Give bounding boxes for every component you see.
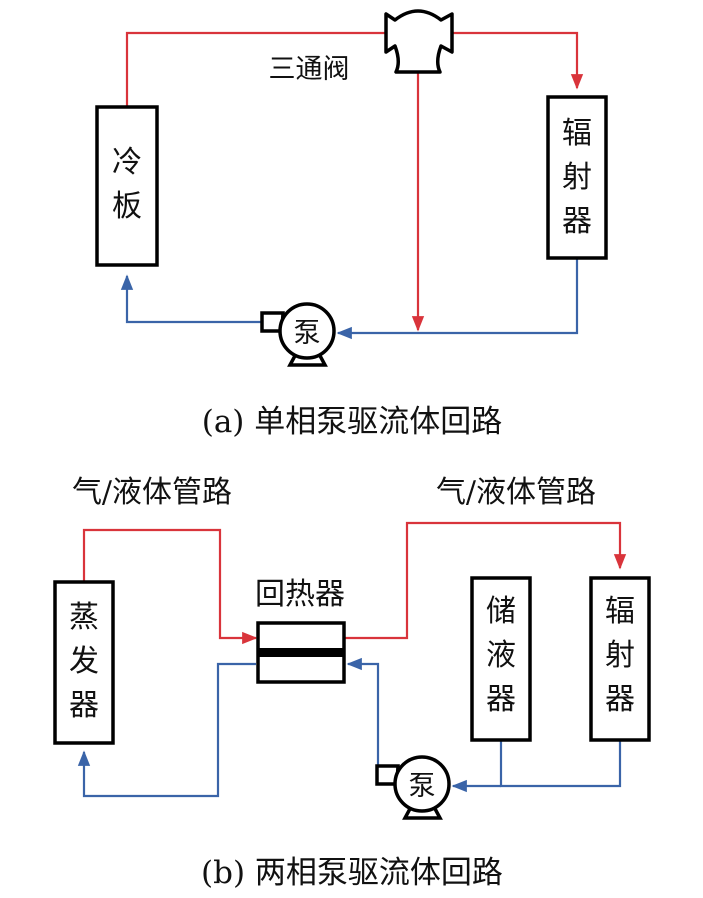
cold-plate-label-2: 板 — [112, 189, 142, 224]
accumulator-label-2: 液 — [486, 638, 516, 673]
radiator-b-label-3: 器 — [605, 682, 635, 717]
hot-line-b-left — [82, 528, 258, 645]
cold-line-a-return — [336, 258, 579, 340]
radiator-b-label-2: 射 — [605, 638, 635, 673]
valve-label: 三通阀 — [269, 54, 350, 85]
cold-plate-box — [95, 105, 159, 267]
recuperator-icon — [256, 621, 346, 684]
three-way-valve-icon — [384, 9, 454, 74]
pump-a-icon — [260, 302, 336, 367]
pump-b-label: 泵 — [409, 771, 436, 802]
caption-a: (a) 单相泵驱流体回路 — [202, 404, 503, 440]
cold-line-b-left — [77, 662, 256, 798]
accumulator-box — [470, 576, 532, 742]
hot-line-b-right — [343, 521, 627, 640]
cold-plate-label-1: 冷 — [112, 145, 142, 180]
radiator-b-box — [589, 576, 651, 742]
pipe-label-right: 气/液体管路 — [436, 475, 596, 510]
hot-line-a-left — [125, 31, 385, 107]
pump-a-label: 泵 — [294, 318, 321, 349]
diagram-a: 三通阀 冷 板 辐 射 器 泵 (a) 单相泵驱流体回路 — [95, 9, 608, 440]
accumulator-label-3: 器 — [486, 682, 516, 717]
evaporator-label-1: 蒸 — [69, 600, 99, 635]
evaporator-label-3: 器 — [69, 688, 99, 723]
evaporator-label-2: 发 — [69, 644, 99, 679]
caption-b: (b) 两相泵驱流体回路 — [201, 855, 503, 891]
accumulator-label-1: 储 — [486, 594, 516, 629]
recuperator-label: 回热器 — [255, 577, 345, 612]
cold-line-b-right — [499, 740, 622, 788]
cold-line-a-pump-out — [120, 274, 282, 324]
pipe-label-left: 气/液体管路 — [72, 475, 232, 510]
radiator-a-label-3: 器 — [562, 204, 592, 239]
hot-line-a-right — [453, 31, 584, 90]
evaporator-box — [53, 580, 115, 745]
cold-line-b-pump-out — [346, 657, 396, 777]
radiator-a-label-1: 辐 — [562, 116, 592, 151]
radiator-b-label-1: 辐 — [605, 594, 635, 629]
pump-b-icon — [375, 755, 451, 820]
radiator-a-box — [546, 95, 608, 260]
radiator-a-label-2: 射 — [562, 160, 592, 195]
diagram-b: 气/液体管路 气/液体管路 回热器 蒸 发 器 储 液 器 辐 射 器 — [53, 475, 651, 891]
